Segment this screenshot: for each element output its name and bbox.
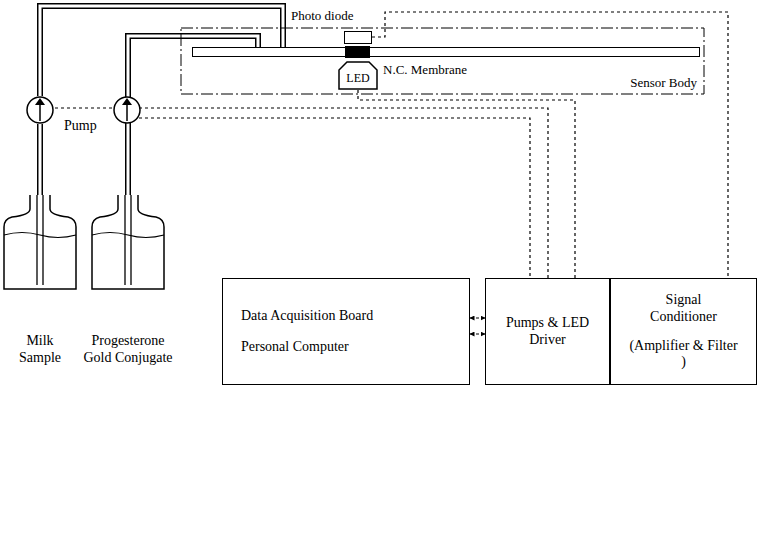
tube-connector — [128, 36, 258, 195]
led: LED — [338, 61, 378, 90]
node-label: Data Acquisition Board — [241, 308, 459, 325]
signal-wire — [470, 334, 485, 335]
node-label: Personal Computer — [241, 339, 459, 356]
node-label: (Amplifier & Filter ) — [629, 338, 739, 372]
node-label: N.C. Membrane — [383, 62, 467, 78]
sample-bottle: Milk Sample — [2, 195, 78, 290]
conditioner-box: Signal Conditioner (Amplifier & Filter ) — [610, 278, 757, 385]
signal-wire — [358, 90, 575, 278]
photo-diode: Photo diode — [344, 31, 372, 44]
pump-arrowhead — [122, 98, 132, 105]
node-label: Milk Sample — [5, 333, 75, 367]
membrane-strip: N.C. Membrane — [192, 47, 700, 57]
node-label: Signal Conditioner — [634, 292, 734, 326]
sensor-outline — [180, 27, 705, 95]
node-label: Sensor Body — [630, 75, 697, 91]
node-label: Pump — [64, 118, 97, 135]
node-label: Pumps & LED Driver — [500, 315, 596, 349]
conjugate-bottle: Progesterone Gold Conjugate — [90, 195, 166, 290]
pump-symbol — [114, 97, 140, 123]
tube-connector — [40, 124, 41, 195]
sensor-body: Sensor Body Photo diodeN.C. MembraneLED — [180, 27, 705, 95]
computer-box: Data Acquisition BoardPersonal Computer — [222, 278, 470, 385]
pump-symbol — [26, 96, 54, 124]
pump: Pump — [26, 96, 54, 124]
node-label: Progesterone Gold Conjugate — [82, 333, 174, 367]
bottle-outline — [2, 195, 78, 290]
driver-box: Pumps & LED Driver — [485, 278, 610, 385]
signal-wire — [470, 318, 485, 319]
node-label: LED — [346, 71, 369, 85]
pump-arrow — [126, 103, 128, 121]
pump-wire — [139, 118, 530, 278]
bottle-outline — [90, 195, 166, 290]
node-label: Photo diode — [291, 8, 353, 24]
test-zone — [345, 46, 370, 58]
